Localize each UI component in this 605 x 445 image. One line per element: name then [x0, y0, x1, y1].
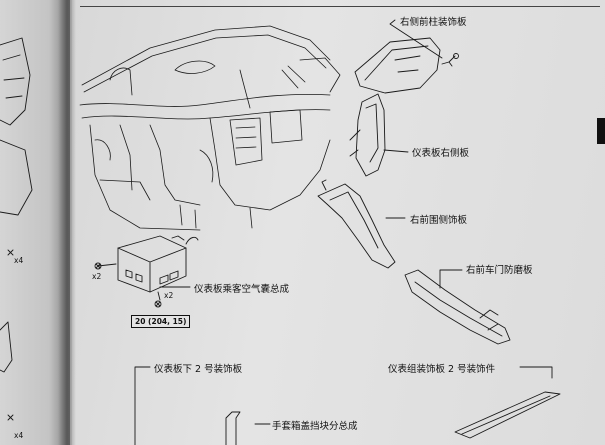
section-tab-marker	[597, 118, 605, 144]
qty-left-upper: x4	[14, 256, 24, 265]
left-page	[0, 0, 70, 445]
label-glove-box-door-stopper: 手套箱盖挡块分总成	[272, 421, 358, 432]
right-page	[72, 0, 605, 445]
passenger-airbag-part	[94, 235, 199, 308]
dashboard-outline	[79, 25, 341, 231]
qty-left-lower: x4	[14, 431, 24, 440]
label-front-right-door-scuff-plate: 右前车门防磨板	[466, 265, 533, 276]
label-instrument-panel-lower-no2-garnish: 仪表板下 2 号装饰板	[154, 364, 243, 375]
instrument-cluster-garnish-part	[454, 366, 561, 439]
torque-spec-box: 20 (204, 15)	[131, 315, 191, 328]
instrument-panel-right-side-board-part	[349, 93, 409, 177]
page-top-rule	[80, 6, 600, 7]
qty-airbag-left: x2	[92, 272, 102, 281]
label-instrument-cluster-garnish-no2: 仪表组装饰板 2 号装饰件	[388, 364, 496, 375]
label-right-a-pillar-garnish: 右侧前柱装饰板	[400, 17, 467, 28]
label-front-right-cowl-side-board: 右前围侧饰板	[410, 215, 468, 226]
front-right-cowl-side-board-part	[317, 179, 406, 269]
left-page-diagram-fragment	[0, 37, 33, 421]
label-instrument-panel-right-side-board: 仪表板右侧板	[412, 148, 470, 159]
label-passenger-airbag-assy: 仪表板乘客空气囊总成	[194, 284, 290, 295]
bottom-callout-lines	[134, 366, 271, 445]
book-gutter	[58, 0, 76, 445]
front-right-door-scuff-plate-part	[404, 269, 511, 345]
qty-airbag-lower: x2	[164, 291, 174, 300]
right-a-pillar-garnish-part	[354, 19, 459, 94]
